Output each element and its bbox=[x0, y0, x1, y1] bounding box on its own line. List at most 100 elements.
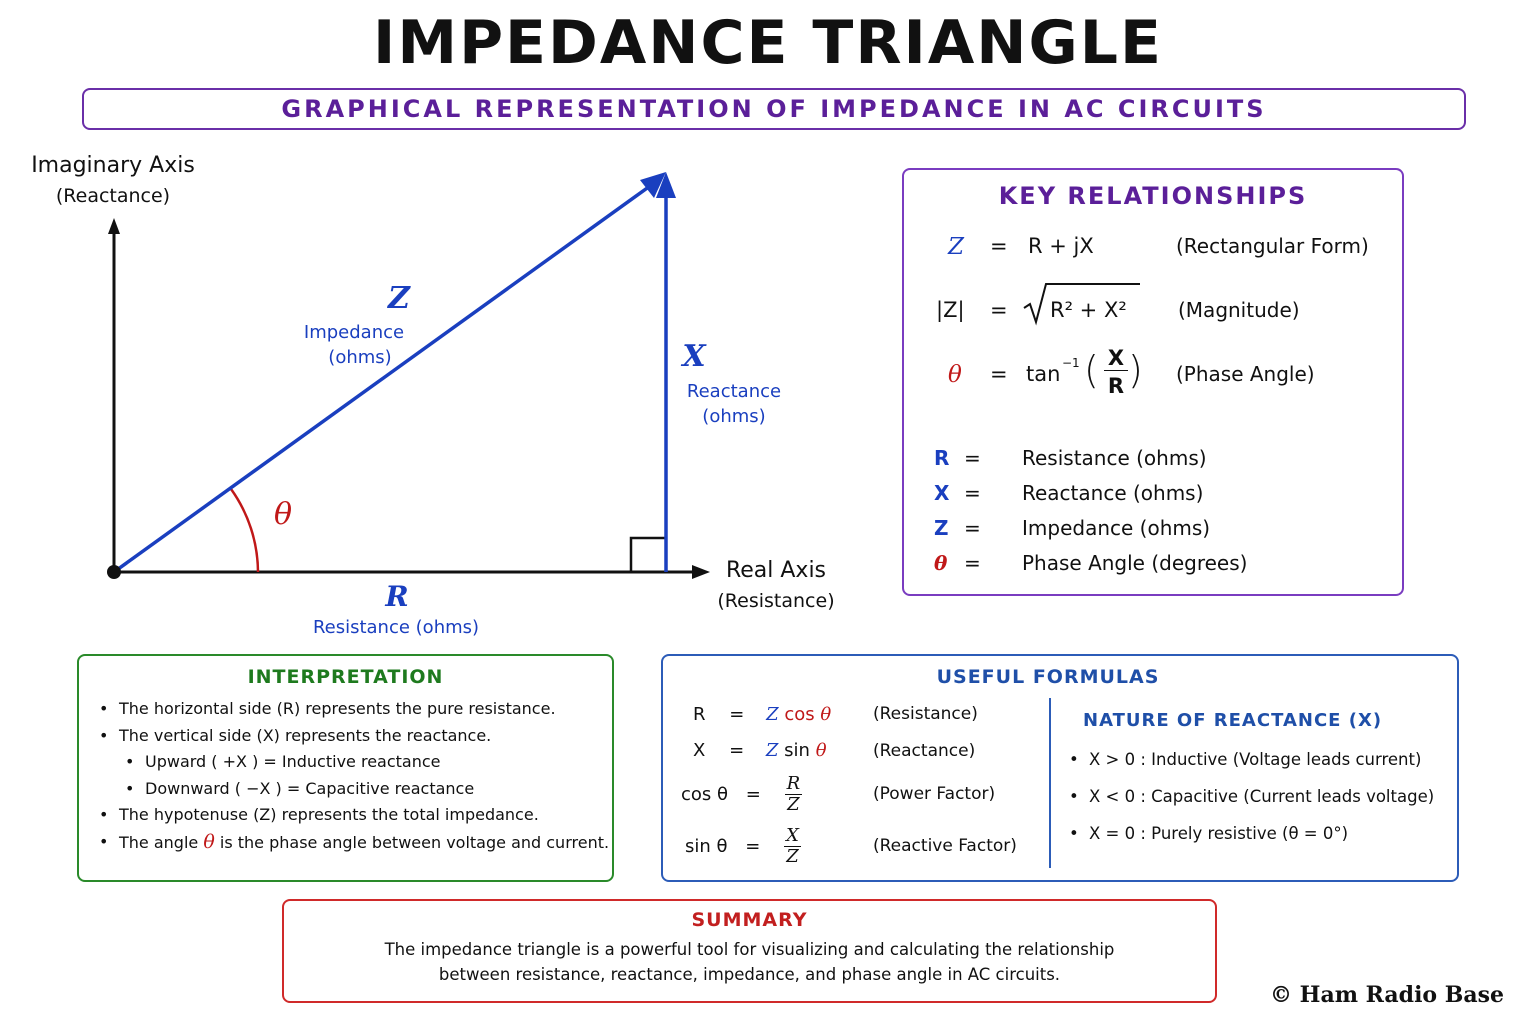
impedance-vector bbox=[112, 184, 652, 574]
x-label: Reactance bbox=[687, 381, 781, 402]
paren-right: ) bbox=[1128, 348, 1143, 392]
f3-lhs: cos θ bbox=[681, 784, 729, 805]
summary-text: The impedance triangle is a powerful too… bbox=[284, 937, 1215, 987]
interpretation-panel: INTERPRETATION The horizontal side (R) r… bbox=[77, 654, 614, 882]
interpretation-title: INTERPRETATION bbox=[247, 666, 444, 688]
rect-rhs: R + jX bbox=[1028, 234, 1094, 258]
def-x-eq: = bbox=[964, 481, 981, 505]
f2-theta: θ bbox=[815, 740, 827, 761]
def-r-eq: = bbox=[964, 446, 981, 470]
subtitle-text: GRAPHICAL REPRESENTATION OF IMPEDANCE IN… bbox=[281, 95, 1267, 123]
r-symbol: R bbox=[384, 580, 408, 613]
key-relationships-panel: KEY RELATIONSHIPS Z = R + jX (Rectangula… bbox=[902, 168, 1404, 596]
real-axis-label: Real Axis bbox=[726, 558, 826, 583]
mag-lhs: |Z| bbox=[936, 298, 965, 322]
real-axis-arrowhead bbox=[692, 565, 710, 579]
f2-lhs: X bbox=[693, 740, 706, 761]
x-unit: (ohms) bbox=[702, 406, 765, 427]
mag-rhs: R² + X² bbox=[1050, 298, 1127, 322]
f4-lhs: sin θ bbox=[685, 836, 728, 857]
list-item-angle: The angle θ is the phase angle between v… bbox=[97, 829, 609, 857]
z-symbol: Z bbox=[387, 281, 411, 316]
formula-resistance: R = Z cos θ bbox=[693, 704, 831, 725]
mag-note: (Magnitude) bbox=[1178, 298, 1300, 322]
angle-theta: θ bbox=[203, 830, 215, 853]
def-theta-text: Phase Angle (degrees) bbox=[1022, 551, 1248, 575]
list-item: Downward ( −X ) = Capacitive reactance bbox=[123, 776, 609, 803]
f2-eq: = bbox=[729, 740, 745, 761]
f1-theta: θ bbox=[820, 704, 832, 725]
paren-left: ( bbox=[1084, 348, 1099, 392]
r-label: Resistance (ohms) bbox=[313, 617, 479, 638]
list-item: Upward ( +X ) = Inductive reactance bbox=[123, 749, 609, 776]
theta-label: θ bbox=[274, 497, 292, 532]
imaginary-axis-label: Imaginary Axis bbox=[31, 153, 195, 178]
interpretation-list: The horizontal side (R) represents the p… bbox=[97, 696, 609, 856]
f2-fn: sin bbox=[784, 740, 810, 761]
f4-eq: = bbox=[745, 836, 761, 857]
phase-den: R bbox=[1107, 374, 1125, 398]
z-label: Impedance bbox=[304, 322, 404, 343]
f1-fn: cos bbox=[784, 704, 815, 725]
formula-power-factor: cos θ = R Z bbox=[681, 774, 803, 815]
formula-reactance: X = Z sin θ bbox=[693, 740, 827, 761]
z-unit: (ohms) bbox=[328, 347, 391, 368]
def-x-sym: X bbox=[934, 481, 950, 505]
formula-divider bbox=[1049, 698, 1051, 868]
useful-formulas-panel: USEFUL FORMULAS R = Z cos θ (Resistance)… bbox=[661, 654, 1459, 882]
def-r-text: Resistance (ohms) bbox=[1022, 446, 1207, 470]
list-item: X > 0 : Inductive (Voltage leads current… bbox=[1067, 750, 1421, 769]
f1-note: (Resistance) bbox=[873, 704, 978, 724]
angle-text-a: The angle bbox=[119, 832, 199, 852]
def-x-text: Reactance (ohms) bbox=[1022, 481, 1204, 505]
list-item: The horizontal side (R) represents the p… bbox=[97, 696, 609, 723]
def-theta-eq: = bbox=[964, 551, 981, 575]
phase-func: tan bbox=[1026, 362, 1061, 386]
f4-den: Z bbox=[786, 846, 799, 867]
summary-line-2: between resistance, reactance, impedance… bbox=[438, 965, 1061, 984]
key-relationships-title: KEY RELATIONSHIPS bbox=[998, 182, 1308, 210]
list-item: The vertical side (X) represents the rea… bbox=[97, 723, 609, 750]
summary-panel: SUMMARY The impedance triangle is a powe… bbox=[282, 899, 1217, 1003]
phase-lhs: θ bbox=[948, 362, 962, 388]
mag-eq: = bbox=[990, 298, 1008, 322]
list-item: The hypotenuse (Z) represents the total … bbox=[97, 802, 609, 829]
imaginary-axis-sublabel: (Reactance) bbox=[56, 185, 170, 207]
subtitle-banner: GRAPHICAL REPRESENTATION OF IMPEDANCE IN… bbox=[82, 88, 1466, 130]
phase-sup: −1 bbox=[1062, 356, 1080, 370]
summary-title: SUMMARY bbox=[691, 909, 808, 931]
f4-note: (Reactive Factor) bbox=[873, 836, 1017, 856]
f4-num: X bbox=[784, 825, 801, 847]
sqrt-sign bbox=[1023, 283, 1140, 326]
impedance-arrowhead bbox=[640, 172, 666, 198]
rect-eq: = bbox=[990, 234, 1008, 258]
f2-note: (Reactance) bbox=[873, 741, 976, 761]
f4-fraction: X Z bbox=[784, 826, 801, 867]
list-item: X = 0 : Purely resistive (θ = 0°) bbox=[1067, 824, 1348, 843]
useful-formulas-title: USEFUL FORMULAS bbox=[936, 666, 1160, 688]
phase-eq: = bbox=[990, 362, 1008, 386]
def-theta-sym: θ bbox=[934, 551, 948, 575]
phase-note: (Phase Angle) bbox=[1176, 362, 1315, 386]
list-item: X < 0 : Capacitive (Current leads voltag… bbox=[1067, 787, 1434, 806]
x-symbol: X bbox=[680, 339, 707, 374]
def-z-sym: Z bbox=[934, 516, 949, 540]
page-title: IMPEDANCE TRIANGLE bbox=[373, 8, 1163, 78]
reactance-arrowhead bbox=[656, 172, 676, 198]
copyright: © Ham Radio Base bbox=[1270, 982, 1504, 1008]
origin-point bbox=[107, 565, 121, 579]
impedance-triangle-diagram: Imaginary Axis (Reactance) Real Axis (Re… bbox=[31, 153, 834, 638]
angle-text-b: is the phase angle between voltage and c… bbox=[219, 832, 610, 852]
rect-note: (Rectangular Form) bbox=[1176, 234, 1369, 258]
def-r-sym: R bbox=[934, 446, 950, 470]
f1-eq: = bbox=[729, 704, 745, 725]
rect-lhs: Z bbox=[948, 234, 964, 260]
f2-z: Z bbox=[765, 740, 779, 761]
phase-num: X bbox=[1104, 346, 1128, 371]
f3-note: (Power Factor) bbox=[873, 784, 996, 804]
real-axis-sublabel: (Resistance) bbox=[717, 590, 834, 612]
f3-den: Z bbox=[787, 794, 800, 815]
nature-title: NATURE OF REACTANCE (X) bbox=[1083, 710, 1383, 731]
def-z-eq: = bbox=[964, 516, 981, 540]
f3-fraction: R Z bbox=[784, 774, 803, 815]
